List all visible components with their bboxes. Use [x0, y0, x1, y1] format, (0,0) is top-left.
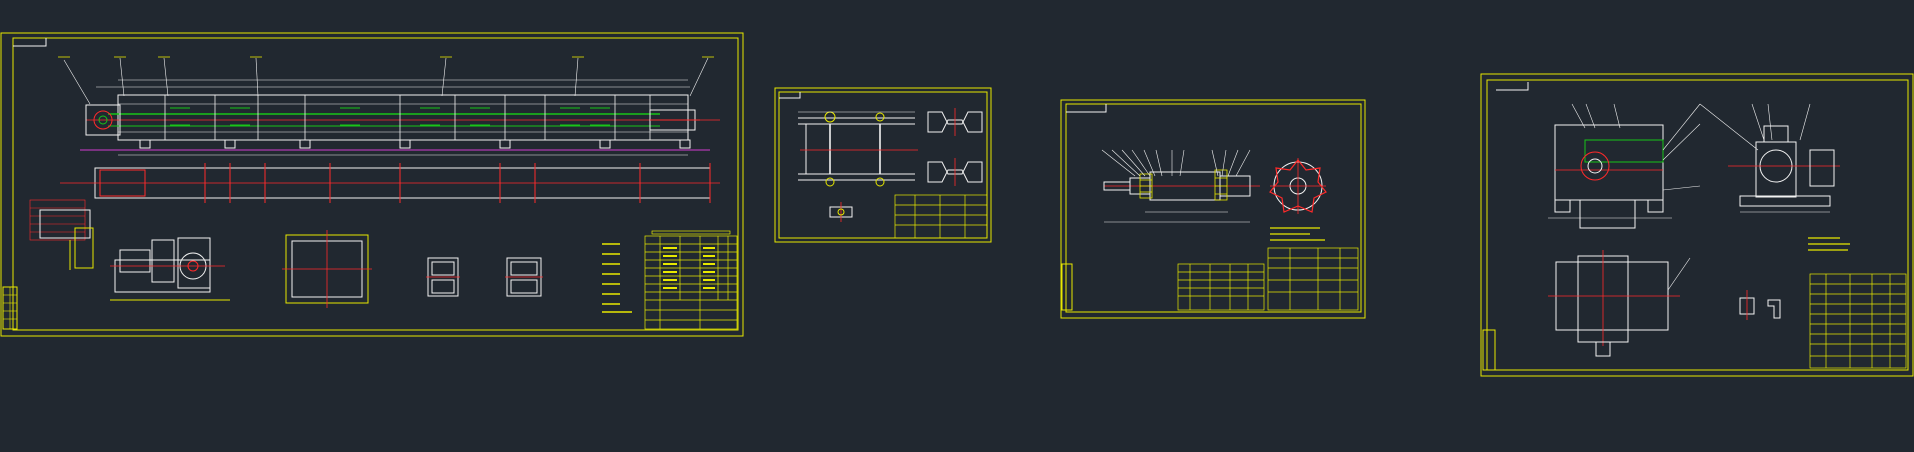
casing-cross-section [282, 230, 372, 308]
frame-part-drawing-sheet[interactable] [774, 87, 992, 243]
housing-detail-small [1739, 290, 1781, 320]
frame-detail-small [829, 202, 853, 222]
housing-front-view [1548, 103, 1701, 229]
technical-notes-lines [602, 243, 632, 313]
shaft-parts-table [1177, 263, 1265, 311]
sheet-corner-tag [1066, 104, 1107, 113]
frame-elevation [798, 111, 918, 187]
housing-part-drawing-sheet[interactable] [1480, 73, 1914, 377]
bearing-detail-left [426, 257, 460, 297]
shaft-title-block [1267, 247, 1359, 311]
sheet-inner-border [1486, 79, 1909, 371]
sheet-corner-tag [13, 38, 47, 47]
sheet-corner-tag [779, 92, 801, 99]
parts-list-text-fill [663, 247, 715, 289]
shaft-part-drawing-sheet[interactable] [1060, 99, 1366, 319]
shaft-keyway-hatch [1139, 169, 1228, 201]
sheet-inner-border [1065, 103, 1362, 313]
frame-section-view-top [927, 108, 983, 136]
tail-tensioner [649, 109, 700, 131]
housing-plan-view [1548, 250, 1691, 357]
sprocket-view [1269, 158, 1327, 214]
shaft-view [1101, 149, 1260, 223]
head-sprocket-assembly [85, 104, 121, 136]
green-flights [170, 107, 610, 126]
sheet-outer-border [0, 32, 744, 337]
housing-notes-lines [1808, 237, 1850, 251]
sheet-outer-border [774, 87, 992, 243]
binding-strip [1061, 263, 1073, 311]
leader-lines [63, 57, 709, 105]
housing-parts-table [1809, 273, 1907, 369]
assembly-drawing-sheet[interactable] [0, 32, 744, 337]
sheet-inner-border [12, 37, 739, 331]
frame-parts-table [894, 194, 988, 239]
support-feet [139, 139, 691, 149]
binding-strip [1482, 329, 1496, 371]
parts-list-table [644, 235, 738, 330]
sheet-corner-tag [1496, 82, 1529, 91]
frame-section-view-bottom [927, 158, 983, 186]
section-dividers [164, 95, 651, 140]
housing-side-view [1699, 103, 1840, 213]
parts-list-header-bar [651, 230, 731, 235]
conveyor-elevation-view [58, 56, 720, 156]
drive-unit-view [110, 237, 230, 301]
bearing-detail-right [505, 257, 543, 297]
sheet-outer-border [1060, 99, 1366, 319]
hatched-drive-base [29, 199, 86, 241]
conveyor-plan-view [29, 163, 720, 270]
sheet-inner-border [778, 91, 988, 239]
sheet-outer-border [1480, 73, 1914, 377]
shaft-notes-lines [1270, 227, 1325, 241]
shaft-leader-lines [1101, 149, 1251, 177]
binding-strip-grid [3, 287, 17, 329]
